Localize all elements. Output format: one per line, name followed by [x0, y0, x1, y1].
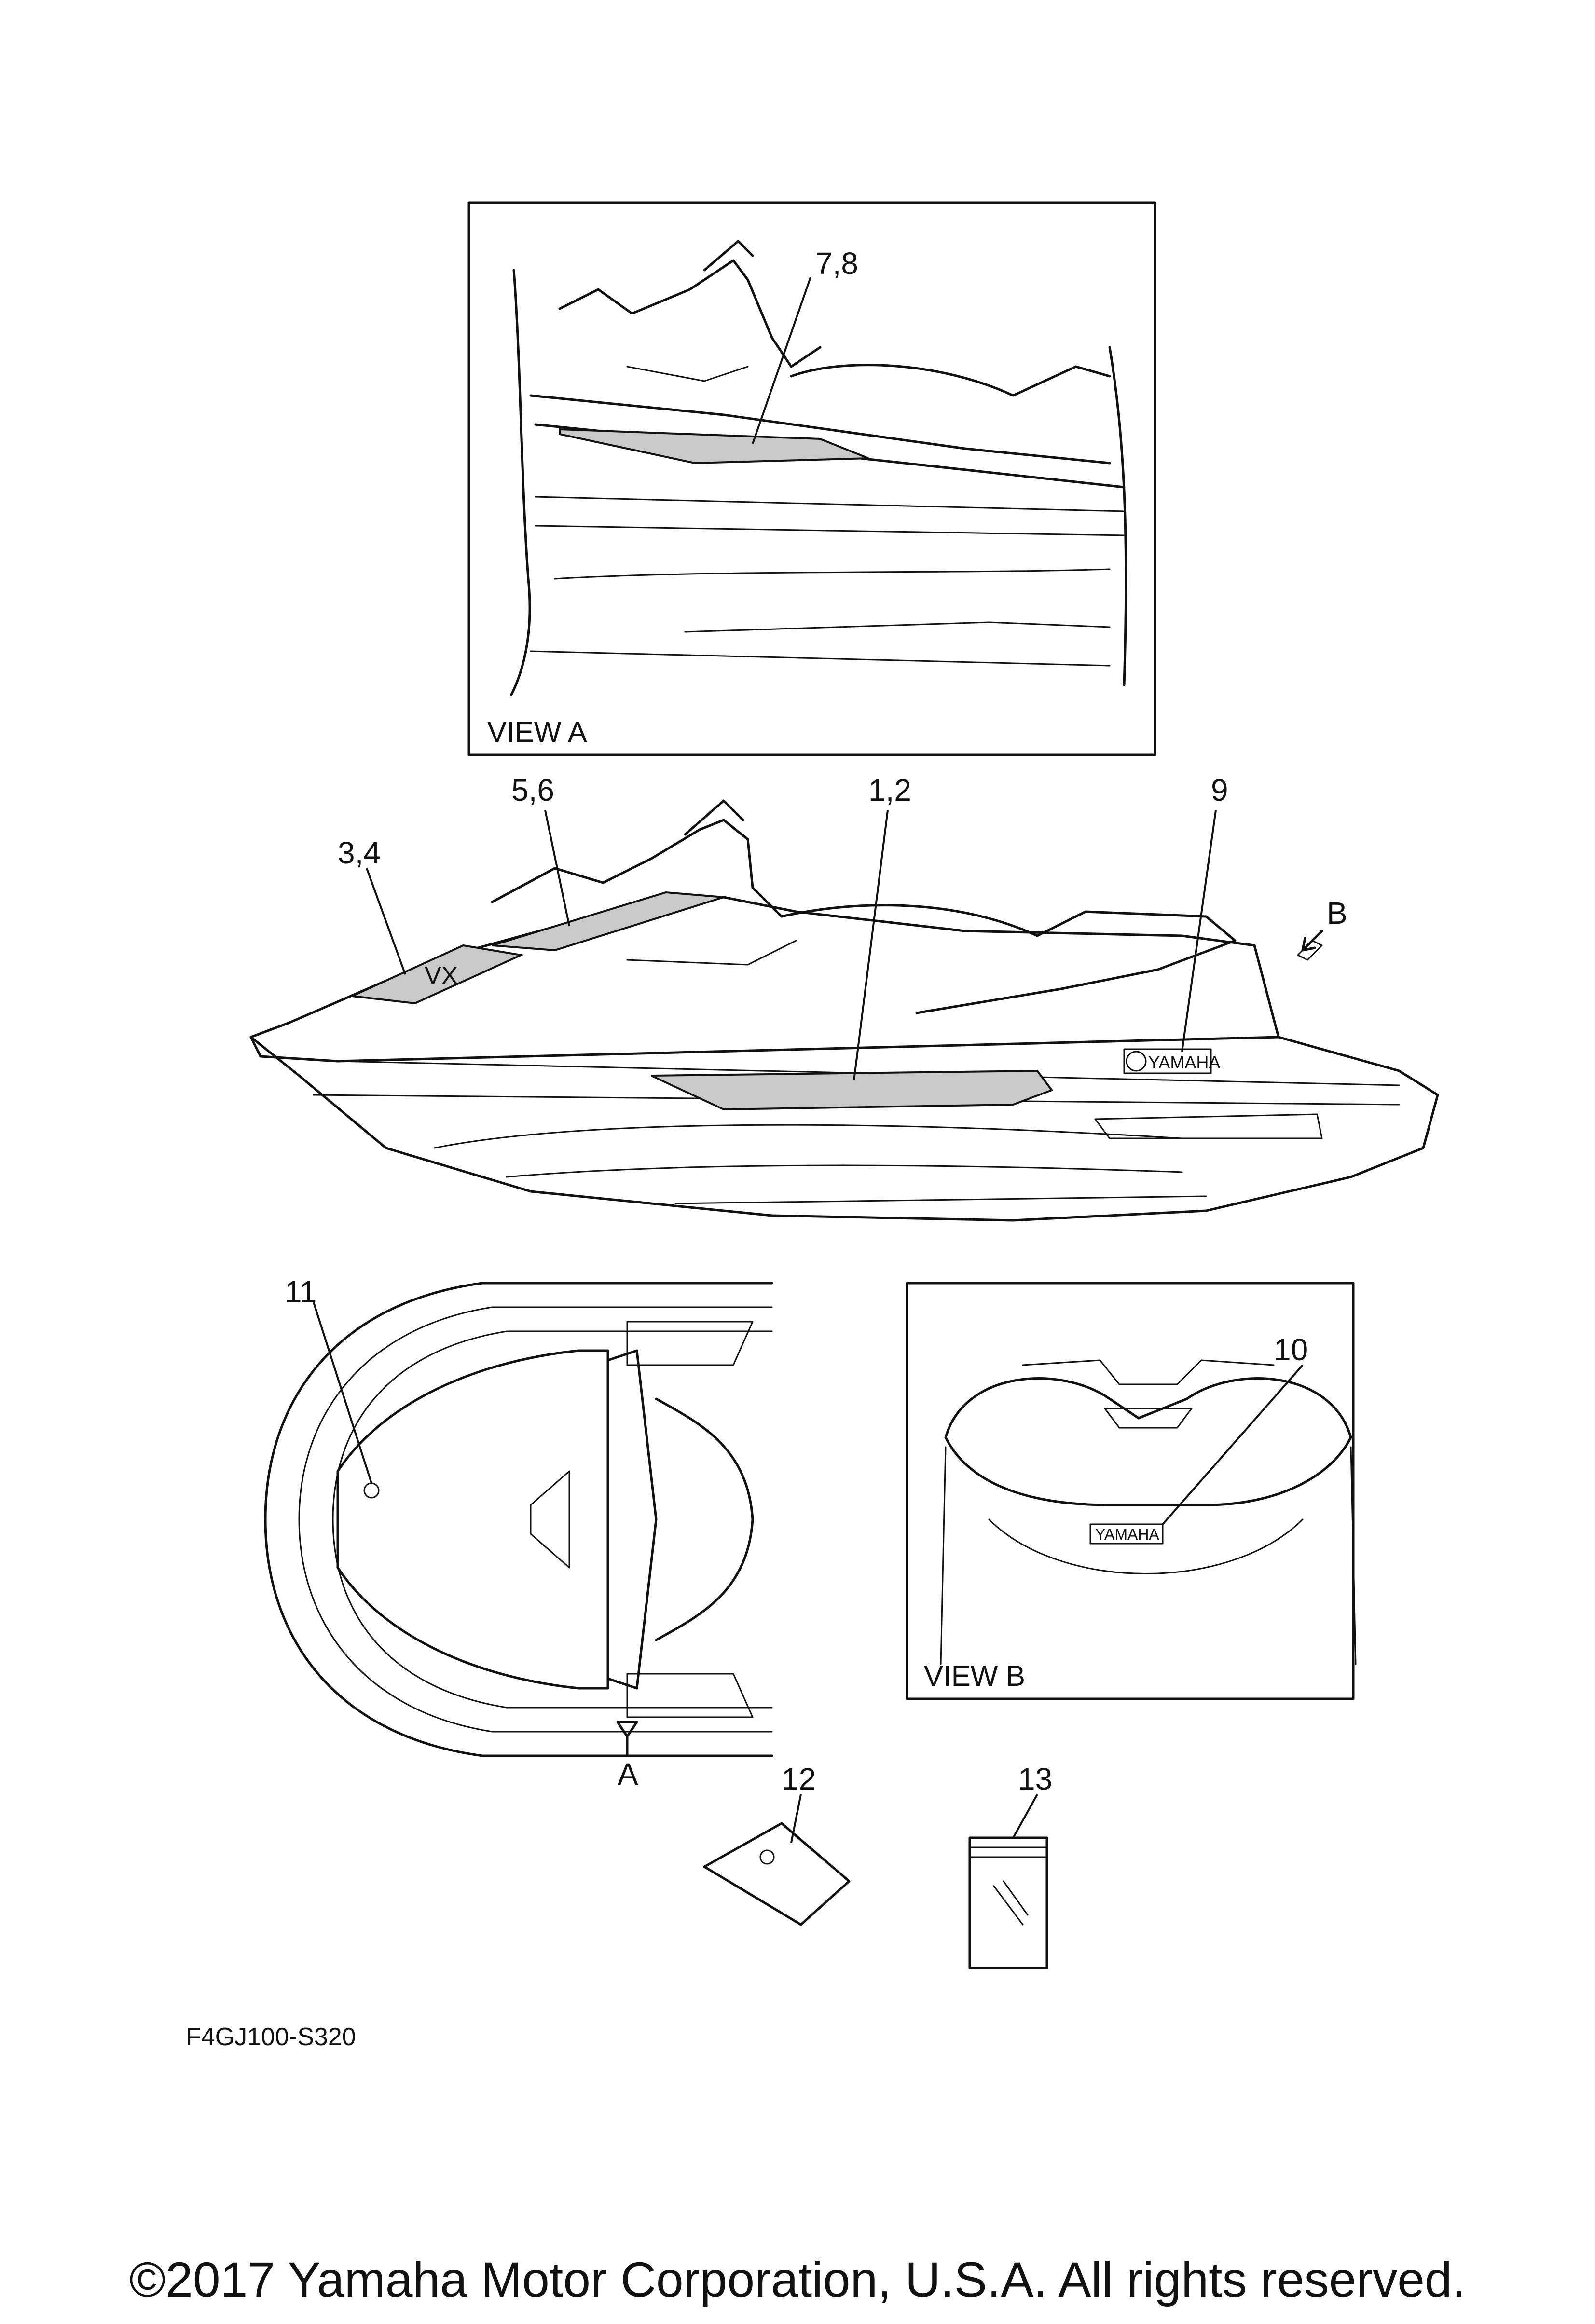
view-a-title: VIEW A	[487, 716, 587, 748]
leader-11	[313, 1302, 372, 1484]
part-label-9: 9	[1211, 773, 1228, 807]
gunwale-line	[249, 1036, 1280, 1063]
view-a-handlebar	[703, 240, 754, 272]
part-label-3-4: 3,4	[338, 835, 381, 870]
view-a-frame	[468, 201, 1156, 756]
view-a-seat	[790, 364, 1111, 397]
view-a-hull-line-3	[530, 650, 1111, 667]
top-deck-line	[332, 1330, 773, 1709]
part-13-glint	[993, 1880, 1029, 1926]
decal-5-6	[492, 891, 724, 952]
view-a-leader-7-8	[752, 277, 811, 444]
view-b-frame	[906, 1282, 1355, 1700]
diagram-code: F4GJ100-S320	[186, 2023, 356, 2051]
leader-1-2	[853, 810, 889, 1081]
hull-stripe-3	[674, 1195, 1207, 1204]
part-label-11: 11	[285, 1274, 316, 1309]
decal-9-text: YAMAHA	[1148, 1053, 1220, 1072]
copyright-text: ©2017 Yamaha Motor Corporation, U.S.A. A…	[129, 2252, 1466, 2307]
view-a-panel: 7,8 VIEW A	[468, 201, 1156, 756]
leader-13	[1012, 1794, 1038, 1838]
top-gunwale	[298, 1306, 773, 1733]
decal-9-emblem	[1126, 1051, 1147, 1072]
view-a-chine-line-2	[535, 525, 1125, 536]
view-b-decal-10-text: YAMAHA	[1095, 1526, 1159, 1543]
top-footrest-left	[626, 1321, 754, 1366]
part-12-pouch	[703, 1822, 851, 1926]
view-b-panel: YAMAHA 10 VIEW B	[906, 1282, 1357, 1700]
view-b-hull-sides	[940, 1446, 1357, 1665]
hull-stripe-2	[506, 1164, 1183, 1178]
footwell	[626, 940, 797, 966]
view-b-tow-hook	[1022, 1359, 1275, 1385]
part-label-13: 13	[1018, 1762, 1052, 1796]
top-storage-hatch	[530, 1470, 570, 1569]
decal-9-plate	[1123, 1048, 1212, 1074]
leader-3-4	[366, 868, 406, 975]
top-decal-11	[363, 1482, 380, 1499]
leader-9	[1181, 810, 1217, 1052]
decal-3-4	[348, 944, 524, 1005]
top-bow-deck	[336, 1349, 609, 1690]
decal-vx-logo: VX	[425, 962, 458, 990]
part-13: 13	[968, 1762, 1052, 1969]
view-b-leader-10	[1162, 1364, 1304, 1525]
view-b-decal-10-plate	[1089, 1523, 1164, 1545]
view-b-hull-curve	[988, 1518, 1304, 1574]
top-console	[606, 1349, 658, 1690]
view-b-grab-handle	[1104, 1408, 1193, 1429]
leader-12	[790, 1794, 802, 1843]
console	[491, 819, 783, 918]
part-label-1-2: 1,2	[868, 773, 911, 807]
view-a-footwell	[626, 366, 749, 382]
view-b-title: VIEW B	[924, 1660, 1025, 1692]
handlebar	[684, 799, 744, 836]
part-label-5-6: 5,6	[511, 773, 554, 807]
top-footrest-right	[626, 1673, 754, 1718]
arrow-b-label: B	[1327, 896, 1348, 930]
view-a-bow-curve	[510, 269, 531, 696]
part-12-snap	[759, 1849, 775, 1865]
intake-grille	[1094, 1113, 1323, 1139]
leader-5-6	[544, 810, 570, 927]
part-13-seal	[969, 1846, 1048, 1858]
view-a-hull-line	[554, 568, 1111, 580]
view-a-decal-7-8	[559, 428, 869, 465]
view-a-chine-line	[535, 496, 1125, 512]
top-view: 11 A	[264, 1274, 773, 1791]
hull-stripe-1	[433, 1124, 1183, 1149]
decal-1-2	[651, 1069, 1054, 1111]
arrow-b-shape	[1297, 940, 1323, 961]
view-a-hull-line-2	[684, 621, 1111, 633]
arrow-a-label: A	[618, 1757, 638, 1791]
view-a-stern-curve	[1108, 346, 1128, 686]
view-b-seat-back	[944, 1377, 1352, 1506]
view-a-deck-line	[529, 394, 1111, 465]
view-a-part-label-7-8: 7,8	[815, 246, 858, 281]
part-13-bag	[968, 1836, 1048, 1969]
seat	[780, 904, 1237, 1014]
part-label-12: 12	[782, 1762, 816, 1796]
view-a-console	[558, 259, 822, 368]
arrow-a-icon	[616, 1721, 638, 1738]
top-handlebar-area	[655, 1397, 754, 1641]
view-b-part-label-10: 10	[1274, 1332, 1308, 1367]
top-hull-outline	[264, 1282, 773, 1757]
side-view: VX YAMAHA 3,4 5,6 1,2 9 B	[249, 773, 1439, 1222]
part-12: 12	[703, 1762, 851, 1926]
